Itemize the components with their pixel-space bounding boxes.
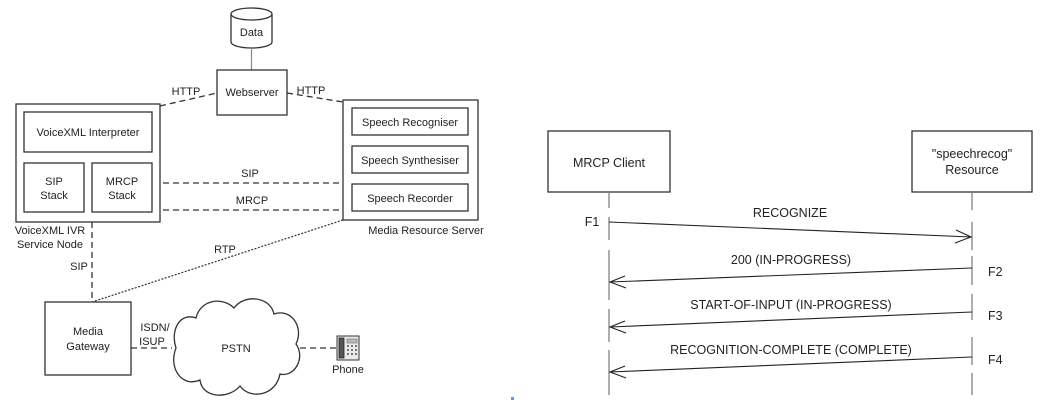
ivr-service-node: VoiceXML Interpreter SIP Stack MRCP Stac… — [15, 103, 161, 251]
resource-label-1: "speechrecog" — [932, 147, 1012, 161]
speech-recorder-label: Speech Recorder — [367, 193, 453, 205]
sip-link-label: SIP — [241, 168, 259, 180]
webserver-box — [216, 69, 288, 116]
media-gateway-box — [44, 301, 132, 376]
speech-synthesiser-box — [351, 145, 469, 174]
f3-id: F3 — [988, 309, 1003, 323]
pstn-cloud: PSTN — [173, 298, 301, 396]
participant-mrcp-client: MRCP Client — [547, 130, 671, 193]
message-f2: F2 200 (IN-PROGRESS) — [608, 253, 1003, 289]
media-resource-server: Speech Recogniser Speech Synthesiser Spe… — [342, 99, 484, 237]
http-right-label: HTTP — [297, 85, 326, 97]
isdn-label-2: ISUP — [139, 336, 165, 348]
f2-id: F2 — [988, 265, 1003, 279]
message-f1: F1 RECOGNIZE — [585, 206, 973, 244]
phone-icon — [336, 335, 360, 361]
speech-recogniser-box — [351, 107, 469, 136]
f1-id: F1 — [585, 215, 600, 229]
voicexml-interpreter-box — [23, 111, 153, 153]
resource-label-2: Resource — [945, 163, 999, 177]
mrcp-stack-label-2: Stack — [108, 190, 136, 202]
message-f3: F3 START-OF-INPUT (IN-PROGRESS) — [608, 298, 1003, 334]
http-left-label: HTTP — [172, 86, 201, 98]
voicexml-interpreter-label: VoiceXML Interpreter — [37, 127, 140, 139]
f2-arrowhead-icon — [608, 275, 627, 289]
data-store: Data — [230, 7, 273, 49]
sip-stack-label-2: Stack — [40, 190, 68, 202]
f4-arrowhead-icon — [608, 365, 627, 379]
f4-arrow-line — [609, 356, 973, 373]
message-f4: F4 RECOGNITION-COMPLETE (COMPLETE) — [608, 343, 1003, 379]
webserver-label: Webserver — [226, 87, 279, 99]
f3-label: START-OF-INPUT (IN-PROGRESS) — [690, 298, 891, 312]
architecture-diagram: Data Webserver HTTP HTTP VoiceXML Interp… — [15, 7, 484, 396]
f2-label: 200 (IN-PROGRESS) — [731, 253, 851, 267]
f4-id: F4 — [988, 353, 1003, 367]
cloud-icon — [173, 298, 301, 396]
sip-vertical-label: SIP — [70, 261, 88, 273]
artifact-dot — [511, 397, 514, 400]
pstn-label: PSTN — [221, 343, 250, 355]
webserver: Webserver — [216, 69, 288, 116]
ivr-node-caption-1: VoiceXML IVR — [15, 225, 86, 237]
mrcp-stack-label-1: MRCP — [106, 176, 138, 188]
f1-arrowhead-icon — [954, 229, 973, 244]
data-store-label: Data — [240, 27, 264, 39]
mrcp-link-label: MRCP — [236, 195, 268, 207]
database-cylinder-top — [230, 7, 273, 21]
speech-synthesiser-label: Speech Synthesiser — [361, 155, 459, 167]
phone-label: Phone — [332, 364, 364, 376]
speech-recogniser-label: Speech Recogniser — [362, 117, 458, 129]
speech-recorder-box — [351, 183, 469, 212]
participant-speechrecog-resource: "speechrecog" Resource — [911, 130, 1033, 193]
ivr-node-caption-2: Service Node — [17, 239, 83, 251]
f1-arrow-line — [608, 221, 972, 238]
f4-label: RECOGNITION-COMPLETE (COMPLETE) — [670, 343, 912, 357]
mrcp-client-label: MRCP Client — [573, 156, 646, 170]
media-resource-server-caption: Media Resource Server — [368, 225, 484, 237]
sip-stack-label-1: SIP — [45, 176, 63, 188]
speechrecog-resource-box — [911, 130, 1033, 193]
phone: Phone — [332, 335, 364, 376]
f3-arrowhead-icon — [608, 320, 627, 334]
f1-label: RECOGNIZE — [753, 206, 827, 220]
sequence-diagram: MRCP Client "speechrecog" Resource F1 RE — [547, 130, 1033, 395]
sip-stack-box — [23, 162, 85, 213]
isdn-label-1: ISDN/ — [140, 322, 170, 334]
rtp-link-label: RTP — [214, 244, 236, 256]
f3-arrow-line — [609, 311, 973, 328]
media-gateway-label-1: Media — [73, 326, 104, 338]
media-gateway: Media Gateway — [44, 301, 132, 376]
f2-arrow-line — [609, 267, 973, 283]
mrcp-stack-box — [91, 162, 153, 213]
media-gateway-label-2: Gateway — [66, 341, 110, 353]
rtp-link — [91, 219, 344, 303]
